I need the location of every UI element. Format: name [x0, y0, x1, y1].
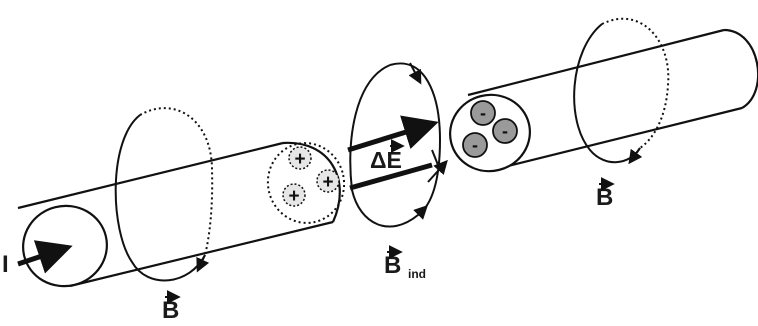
induced-b-label: B ind: [384, 245, 426, 281]
svg-text:+: +: [288, 186, 299, 207]
svg-text:ΔE: ΔE: [370, 147, 402, 173]
svg-text:+: +: [322, 172, 333, 193]
positive-charge: +: [316, 169, 340, 193]
negative-charge: -: [470, 100, 496, 126]
efield-arrows: [347, 115, 439, 191]
svg-text:-: -: [502, 121, 508, 141]
negative-charges: - - -: [462, 100, 518, 158]
current-label: I: [2, 251, 9, 278]
right-b-label: B: [596, 177, 615, 211]
current-arrow: [17, 240, 73, 274]
right-b-field-loop: [573, 17, 670, 165]
svg-text:B: B: [162, 297, 179, 324]
right-plate-face: [449, 93, 531, 173]
positive-charges: + + +: [282, 146, 340, 207]
svg-text:B: B: [596, 184, 613, 211]
svg-text:-: -: [472, 135, 478, 155]
negative-charge: -: [462, 132, 488, 158]
gap-arrow: [427, 159, 448, 183]
svg-text:ind: ind: [408, 267, 426, 281]
left-b-field-loop: [114, 107, 214, 282]
negative-charge: -: [492, 118, 518, 144]
positive-charge: +: [282, 183, 306, 207]
svg-text:B: B: [384, 252, 401, 279]
svg-text:-: -: [480, 103, 486, 123]
left-b-label: B: [162, 290, 181, 324]
svg-text:+: +: [294, 149, 305, 170]
positive-charge: +: [288, 146, 312, 170]
efield-change-label: ΔE: [370, 139, 405, 173]
